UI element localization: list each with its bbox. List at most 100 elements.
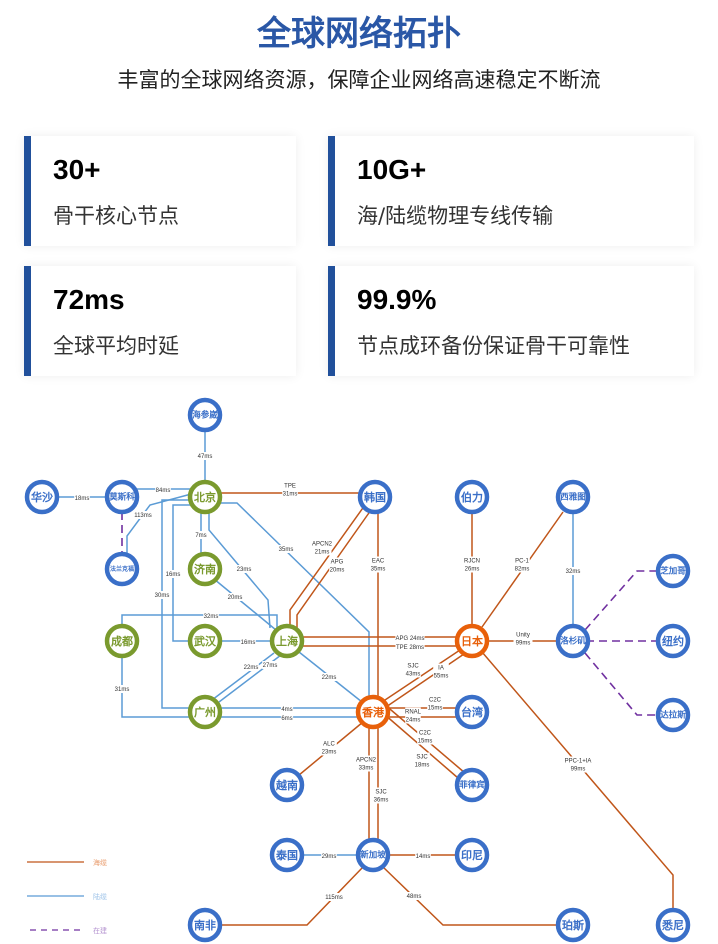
node-label: 南非	[194, 918, 216, 932]
node-beijing[interactable]: 北京	[187, 479, 223, 515]
link-label-bg	[405, 707, 421, 724]
link-label: SJC	[416, 755, 428, 761]
link-label: 23ms	[237, 567, 252, 573]
node-yuenan[interactable]: 越南	[269, 767, 305, 803]
stat-label: 海/陆缆物理专线传输	[357, 204, 554, 228]
node-label: 悉尼	[661, 918, 684, 932]
node-dalasi[interactable]: 达拉斯	[655, 697, 691, 733]
link-label: 22ms	[244, 665, 259, 671]
node-circle	[187, 694, 223, 730]
link-label: PPC-1+IA	[565, 759, 592, 765]
link-label: 16ms	[166, 572, 181, 578]
node-label: 新加坡	[360, 850, 386, 861]
link-label: Unity	[516, 633, 530, 639]
node-shanghai[interactable]: 上海	[269, 623, 305, 659]
link-label: APG	[331, 560, 344, 566]
node-mosike[interactable]: 莫斯科	[104, 479, 140, 515]
node-wuhan[interactable]: 武汉	[187, 623, 223, 659]
node-xiyatu[interactable]: 西雅图	[555, 479, 591, 515]
node-circle	[555, 907, 591, 943]
link-label-bg	[415, 852, 431, 860]
link-falankefu-beijing	[126, 492, 196, 560]
node-huasha[interactable]: 华沙	[24, 479, 60, 515]
link-label: 47ms	[198, 454, 213, 460]
node-label: 西雅图	[560, 492, 586, 503]
stat-card-latency: 72ms 全球平均时延	[24, 266, 296, 376]
node-falankefu[interactable]: 法兰克福	[104, 551, 140, 587]
node-yinni[interactable]: 印尼	[454, 837, 490, 873]
page-title: 全球网络拓扑	[257, 14, 461, 54]
node-zhijiage[interactable]: 芝加哥	[655, 553, 691, 589]
link-label: TPE 28ms	[396, 645, 424, 651]
link-label: 15ms	[428, 706, 443, 712]
link-label-bg	[227, 593, 243, 601]
stat-card-reliability: 99.9% 节点成环备份保证骨干可靠性	[328, 266, 694, 376]
node-nanfei[interactable]: 南非	[187, 907, 223, 943]
link-label-bg	[329, 557, 345, 574]
node-label: 日本	[461, 634, 483, 648]
link-guangzhou-shanghai	[211, 652, 275, 701]
link-label: PC-1	[515, 559, 529, 565]
link-label: 23ms	[322, 750, 337, 756]
node-label: 上海	[276, 634, 298, 648]
node-label: 韩国	[364, 490, 386, 504]
link-label: 18ms	[415, 763, 430, 769]
stat-label: 节点成环备份保证骨干可靠性	[357, 334, 630, 358]
node-posi[interactable]: 珀斯	[555, 907, 591, 943]
node-circle	[187, 479, 223, 515]
link-label-bg	[324, 893, 344, 901]
link-label: 84ms	[156, 488, 171, 494]
node-circle	[655, 623, 691, 659]
node-niuyue[interactable]: 纽约	[655, 623, 691, 659]
link-label: 33ms	[359, 766, 374, 772]
link-label: 20ms	[228, 595, 243, 601]
node-boli[interactable]: 伯力	[454, 479, 490, 515]
node-circle	[454, 623, 490, 659]
node-taiwan[interactable]: 台湾	[454, 694, 490, 730]
node-luoshanji[interactable]: 洛杉矶	[555, 623, 591, 659]
link-label-bg	[321, 673, 337, 681]
link-label: IA	[438, 666, 444, 672]
link-chengdu-guangzhou	[121, 641, 205, 718]
node-xini[interactable]: 悉尼	[655, 907, 691, 943]
link-label-bg	[373, 787, 389, 804]
node-circle	[555, 479, 591, 515]
node-label: 洛杉矶	[560, 636, 586, 647]
node-circle	[357, 479, 393, 515]
link-label: APCN2	[356, 758, 377, 764]
node-circle	[655, 907, 691, 943]
node-haishenwai[interactable]: 海参崴	[187, 397, 223, 433]
node-circle	[104, 551, 140, 587]
link-label-bg	[414, 752, 430, 769]
node-circle	[187, 907, 223, 943]
stat-value: 10G+	[357, 154, 427, 185]
link-label-bg	[243, 663, 259, 671]
node-feilvbin[interactable]: 菲律宾	[454, 767, 490, 803]
link-label: 99ms	[571, 767, 586, 773]
link-label-bg	[464, 556, 480, 573]
legend-label: 陆缆	[93, 892, 107, 901]
node-riben[interactable]: 日本	[454, 623, 490, 659]
link-label-bg	[280, 714, 294, 722]
link-label-bg	[514, 556, 530, 573]
node-jinan[interactable]: 济南	[187, 551, 223, 587]
node-taiguo[interactable]: 泰国	[269, 837, 305, 873]
node-xinjiapo[interactable]: 新加坡	[355, 837, 391, 873]
link-label: 24ms	[406, 718, 421, 724]
link-label: 99ms	[516, 641, 531, 647]
link-label: 32ms	[566, 569, 581, 575]
node-xianggang[interactable]: 香港	[355, 694, 391, 730]
node-hanguo[interactable]: 韩国	[357, 479, 393, 515]
link-label: 30ms	[155, 593, 170, 599]
node-guangzhou[interactable]: 广州	[187, 694, 223, 730]
link-xinjiapo-posi	[382, 866, 573, 926]
link-label-bg	[236, 565, 252, 573]
legend-label: 在建	[93, 926, 107, 935]
node-label: 伯力	[461, 490, 483, 504]
node-chengdu[interactable]: 成都	[104, 623, 140, 659]
link-label-bg	[356, 755, 376, 772]
stat-value: 30+	[53, 154, 101, 185]
link-label: SJC	[407, 664, 419, 670]
link-label: 113ms	[134, 513, 152, 519]
link-luoshanji-zhijiage	[584, 570, 673, 631]
